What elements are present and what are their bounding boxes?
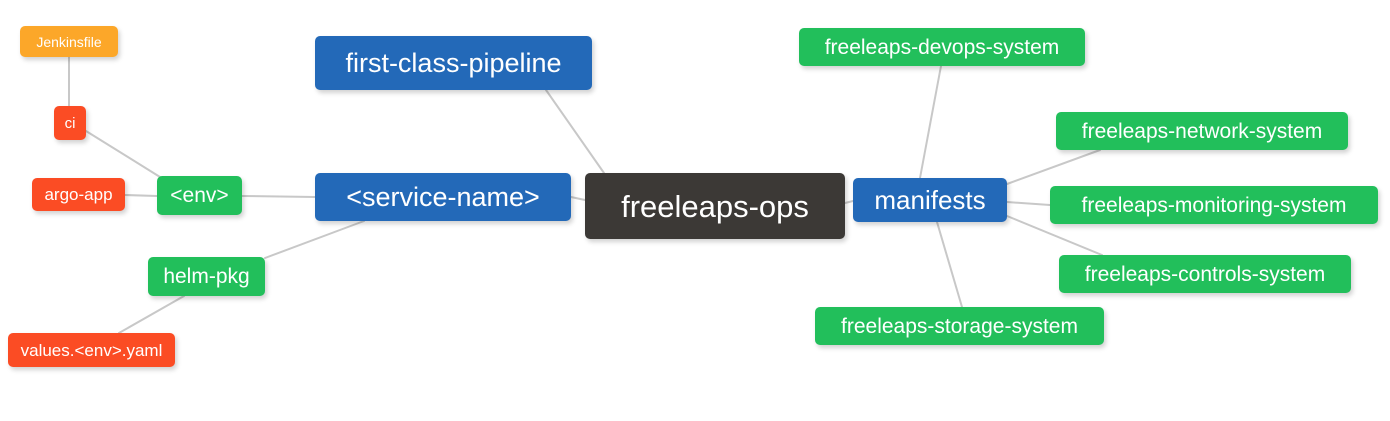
edge-values-env-yaml-to-helm-pkg [118, 295, 185, 334]
edge-manifests-to-freeleaps-monitoring-system [1006, 201, 1051, 206]
mindmap-node-freeleaps-controls-system[interactable]: freeleaps-controls-system [1059, 255, 1351, 293]
mindmap-node-ci[interactable]: ci [54, 106, 86, 140]
mindmap-node-freeleaps-network-system[interactable]: freeleaps-network-system [1056, 112, 1348, 150]
mindmap-node-jenkinsfile[interactable]: Jenkinsfile [20, 26, 118, 57]
edge-env-to-service-name [241, 195, 316, 198]
mindmap-node-values-env-yaml[interactable]: values.<env>.yaml [8, 333, 175, 367]
mindmap-node-freeleaps-ops[interactable]: freeleaps-ops [585, 173, 845, 239]
mindmap-node-freeleaps-devops-system[interactable]: freeleaps-devops-system [799, 28, 1085, 66]
edge-ci-to-env [85, 130, 161, 178]
mindmap-node-freeleaps-monitoring-system[interactable]: freeleaps-monitoring-system [1050, 186, 1378, 224]
edge-argo-app-to-env [124, 194, 158, 197]
mindmap-node-freeleaps-storage-system[interactable]: freeleaps-storage-system [815, 307, 1104, 345]
edge-manifests-to-freeleaps-network-system [1006, 149, 1101, 185]
edge-manifests-to-freeleaps-storage-system [936, 221, 963, 308]
mindmap-node-manifests[interactable]: manifests [853, 178, 1007, 222]
edge-freeleaps-ops-to-manifests [844, 200, 854, 204]
mindmap-node-service-name[interactable]: <service-name> [315, 173, 571, 221]
edge-first-class-pipeline-to-freeleaps-ops [545, 89, 605, 174]
mindmap-node-first-class-pipeline[interactable]: first-class-pipeline [315, 36, 592, 90]
mindmap-node-argo-app[interactable]: argo-app [32, 178, 125, 211]
edge-service-name-to-freeleaps-ops [570, 196, 586, 201]
edge-helm-pkg-to-service-name [264, 220, 365, 259]
mindmap-node-env[interactable]: <env> [157, 176, 242, 215]
mindmap-node-helm-pkg[interactable]: helm-pkg [148, 257, 265, 296]
edge-manifests-to-freeleaps-devops-system [919, 65, 942, 179]
